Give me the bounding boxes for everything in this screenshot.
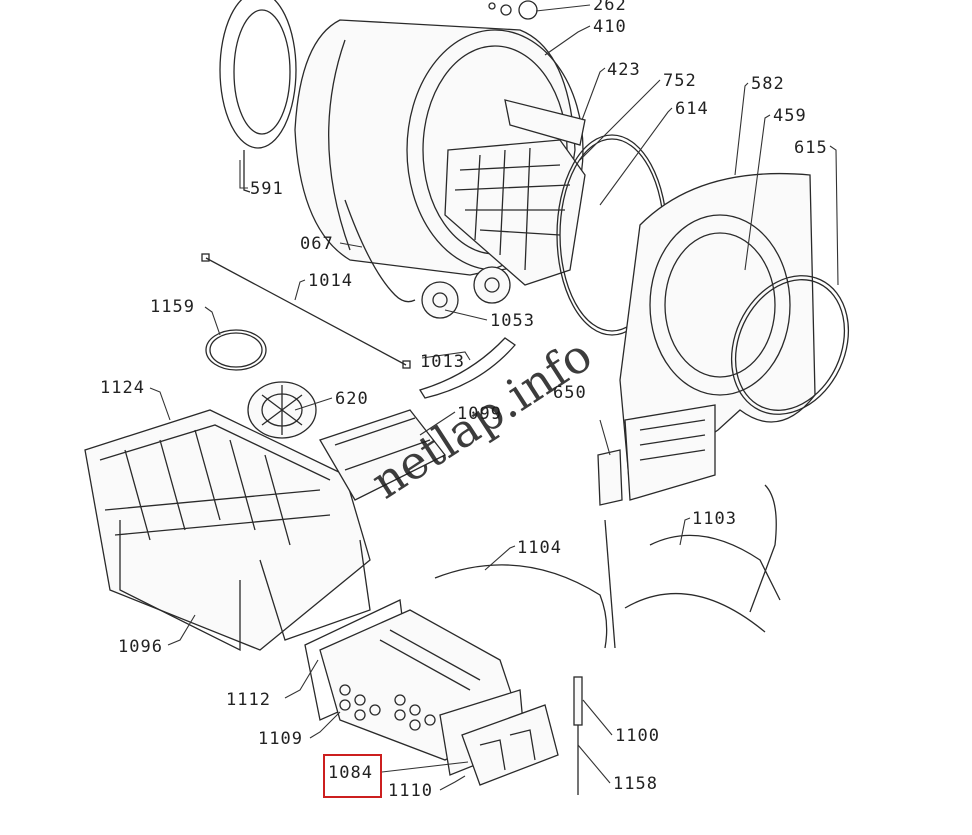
label-1158: 1158 [613,774,658,794]
highlight-box-1084 [323,754,382,798]
label-459: 459 [773,106,807,126]
label-1112: 1112 [226,690,271,710]
pump-hose-part [624,484,781,633]
label-752: 752 [663,71,697,91]
drain-hose-part [434,519,616,649]
label-410: 410 [593,17,627,37]
drum-belt-part [344,199,416,303]
label-423: 423 [607,60,641,80]
cable-part [201,253,411,369]
label-614: 614 [675,99,709,119]
label-1014: 1014 [308,271,353,291]
label-1100: 1100 [615,726,660,746]
label-1013: 1013 [420,352,465,372]
drum-basket-part [444,99,586,286]
exchanger-end-cap-part [461,704,559,786]
label-1103: 1103 [692,509,737,529]
fan-seal-ring [205,329,267,371]
front-panel-part [619,172,816,501]
label-1159: 1159 [150,297,195,317]
rear-seal-part [219,0,297,193]
label-1104: 1104 [517,538,562,558]
label-067: 067 [300,234,334,254]
leader-lines [149,4,839,791]
small-hardware-parts [488,0,538,20]
label-620: 620 [335,389,369,409]
label-1096: 1096 [118,637,163,657]
air-duct-housing-part [84,409,371,652]
label-1084: 1084 [328,763,373,783]
label-1109: 1109 [258,729,303,749]
label-1124: 1124 [100,378,145,398]
label-582: 582 [751,74,785,94]
roller-parts [421,266,511,319]
sensor-probe-part [573,676,583,795]
label-1110: 1110 [388,781,433,801]
door-gasket-ring [730,275,850,415]
part-labels: 262 410 423 752 614 582 459 615 591 067 … [100,0,828,801]
filter-frame-part [597,449,623,506]
label-591: 591 [250,179,284,199]
condensate-tray-part [319,409,446,501]
label-650: 650 [553,383,587,403]
label-1099: 1099 [457,404,502,424]
fan-part [247,381,317,439]
label-262: 262 [593,0,627,15]
label-1053: 1053 [490,311,535,331]
bracket-part [418,337,516,399]
label-615: 615 [794,138,828,158]
